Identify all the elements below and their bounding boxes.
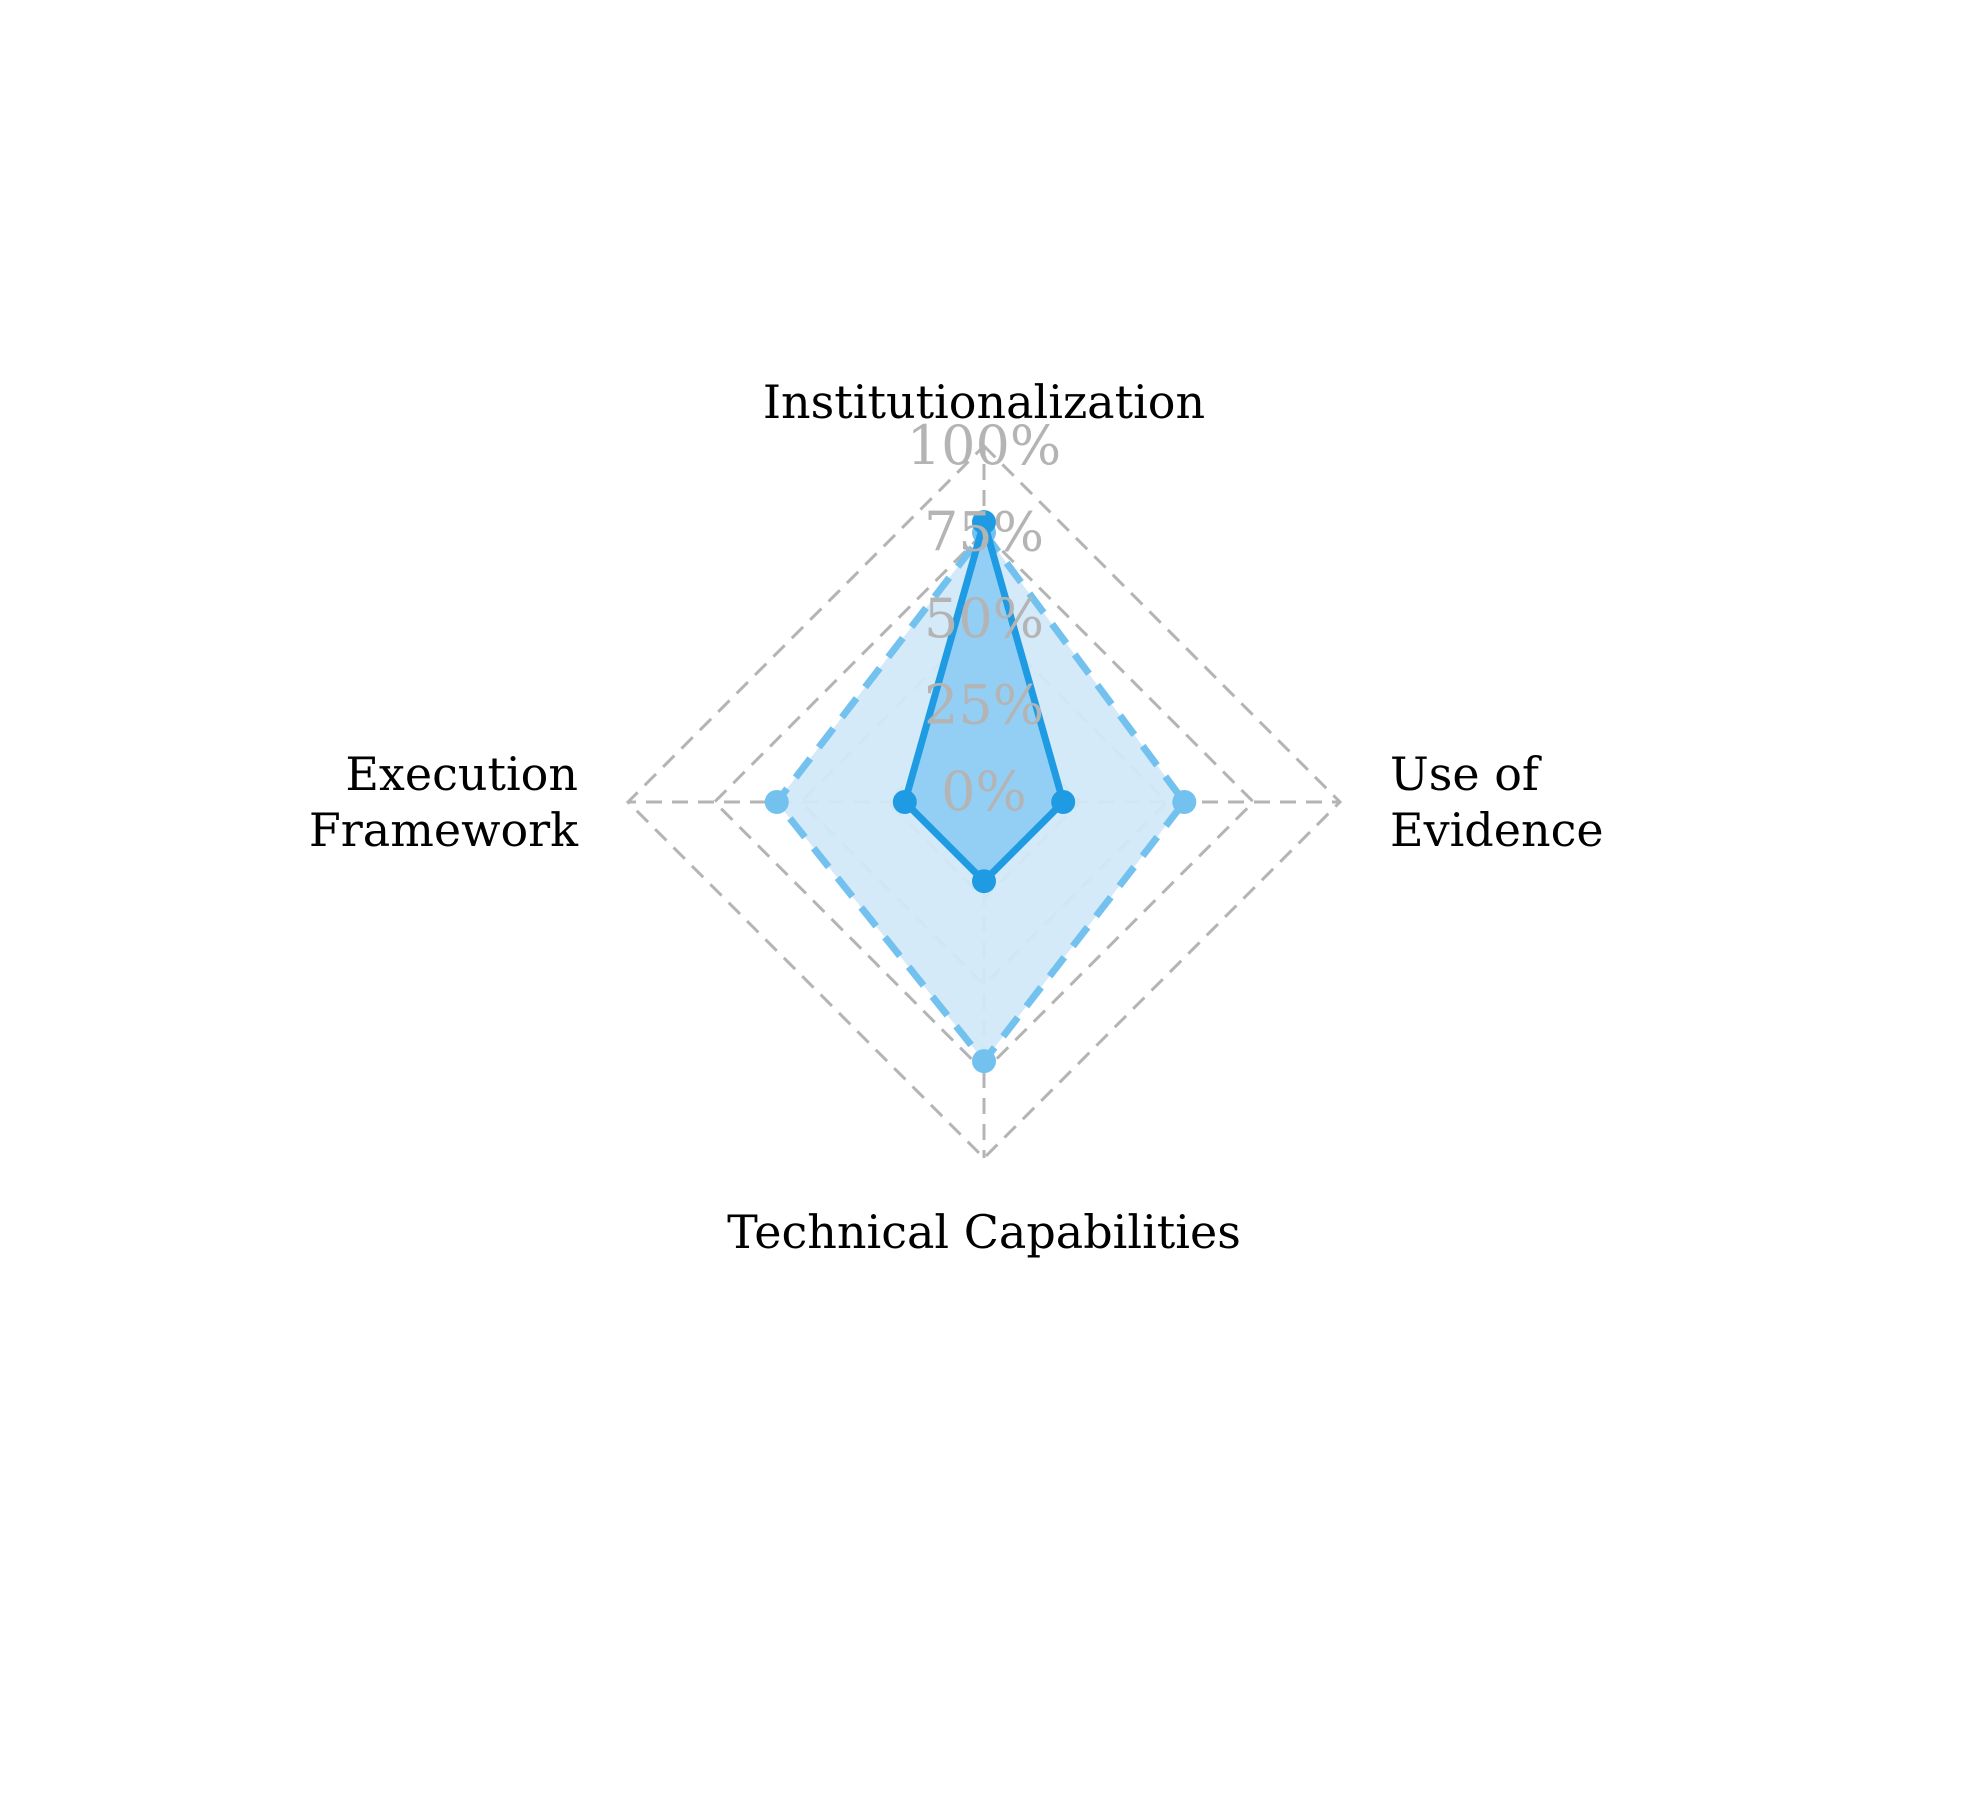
- axis-label-4-line-2: Framework: [309, 803, 579, 857]
- axis-label-1-line-1: Institutionalization: [763, 375, 1205, 429]
- series-1-point-2: [1051, 790, 1076, 814]
- series-2-point-3: [972, 1049, 996, 1074]
- grid-ring-100: [625, 443, 1343, 1161]
- axis-label-4-line-1: Execution: [345, 747, 578, 801]
- axis-label-1: Institutionalization: [763, 375, 1205, 429]
- tick-labels: 0% 25% 50% 75% 100%: [907, 414, 1061, 823]
- tick-label-0: 0%: [941, 760, 1027, 823]
- tick-label-25: 25%: [924, 674, 1044, 737]
- series-1-point-1: [972, 510, 996, 535]
- series-layer: [764, 510, 1197, 1074]
- series-2-point-4: [764, 790, 789, 814]
- axis-label-3-line-1: Technical Capabilities: [727, 1205, 1241, 1259]
- axis-label-2-line-2: Evidence: [1390, 803, 1604, 857]
- tick-label-75: 75%: [924, 501, 1044, 564]
- axis-label-2-line-1: Use of: [1390, 747, 1542, 801]
- tick-label-50: 50%: [924, 587, 1044, 650]
- series-1-point-4: [892, 790, 917, 814]
- series-1: [892, 510, 1076, 894]
- series-1-point-3: [972, 869, 996, 894]
- tick-label-100: 100%: [907, 414, 1061, 477]
- series-2-point-2: [1172, 790, 1197, 814]
- axis-label-3: Technical Capabilities: [727, 1205, 1241, 1259]
